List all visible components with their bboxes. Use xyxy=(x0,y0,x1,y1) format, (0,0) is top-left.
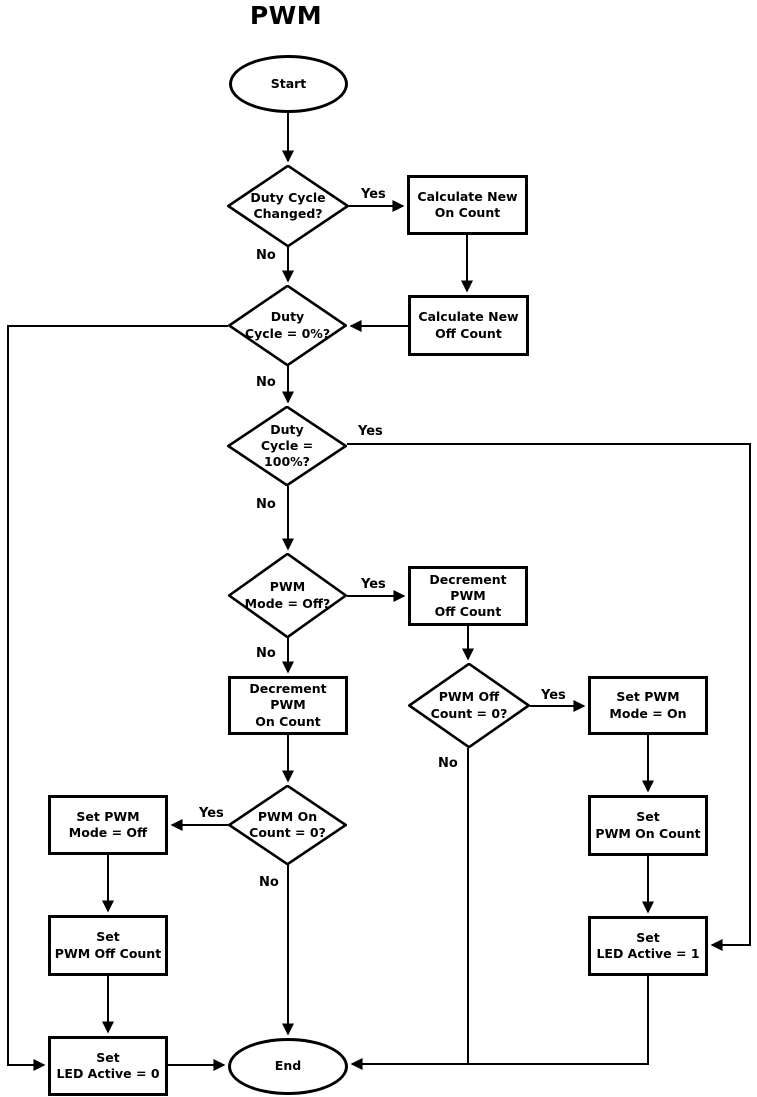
node-start-label: Start xyxy=(270,75,307,91)
edge-duty-0-yes-loop xyxy=(7,325,228,1071)
node-set-led-active-1: Set LED Active = 1 xyxy=(588,916,708,976)
edge-duty-100-yes-loop xyxy=(347,443,751,951)
node-calculate-new-off-count-label: Calculate New Off Count xyxy=(418,309,519,341)
node-pwm-mode-off-label: PWM Mode = Off? xyxy=(244,579,331,611)
node-duty-cycle-changed: Duty Cycle Changed? xyxy=(227,165,349,247)
node-set-pwm-on-count-label: Set PWM On Count xyxy=(595,809,701,841)
edge-label-on-count-0-yes: Yes xyxy=(197,806,226,821)
node-duty-cycle-changed-label: Duty Cycle Changed? xyxy=(250,189,326,221)
node-set-led-active-0: Set LED Active = 0 xyxy=(48,1036,168,1096)
edge-set-led-1-to-end xyxy=(350,976,649,1070)
node-set-pwm-off-count-label: Set PWM Off Count xyxy=(54,929,162,961)
node-set-pwm-off-count: Set PWM Off Count xyxy=(48,915,168,976)
node-pwm-off-count-0: PWM Off Count = 0? xyxy=(408,663,530,748)
node-end-label: End xyxy=(274,1058,302,1074)
diamond-shape xyxy=(228,553,347,638)
node-decrement-pwm-off-count-label: Decrement PWM Off Count xyxy=(429,571,507,620)
edge-label-mode-off-yes: Yes xyxy=(359,577,388,592)
diamond-shape xyxy=(408,663,530,748)
node-calculate-new-off-count: Calculate New Off Count xyxy=(408,295,529,356)
node-set-pwm-mode-off: Set PWM Mode = Off xyxy=(48,795,168,855)
node-set-pwm-mode-off-label: Set PWM Mode = Off xyxy=(68,808,148,840)
edge-label-mode-off-no: No xyxy=(254,646,278,661)
node-pwm-on-count-0-label: PWM On Count = 0? xyxy=(249,808,326,840)
node-start: Start xyxy=(229,55,348,113)
node-decrement-pwm-on-count: Decrement PWM On Count xyxy=(228,676,348,735)
edge-label-off-count-0-no: No xyxy=(436,756,460,771)
node-pwm-mode-off: PWM Mode = Off? xyxy=(228,553,347,638)
edge-label-on-count-0-no: No xyxy=(257,875,281,890)
edge-label-duty-100-no: No xyxy=(254,497,278,512)
node-duty-cycle-100: Duty Cycle = 100%? xyxy=(227,406,347,486)
diagram-title: PWM xyxy=(249,1,323,30)
edge-label-off-count-0-yes: Yes xyxy=(539,688,568,703)
node-set-pwm-mode-on-label: Set PWM Mode = On xyxy=(609,689,687,721)
diamond-shape xyxy=(227,406,347,486)
node-set-pwm-on-count: Set PWM On Count xyxy=(588,795,708,856)
diamond-shape xyxy=(228,285,347,366)
edge-label-duty-100-yes: Yes xyxy=(356,424,385,439)
edge-label-duty-changed-no: No xyxy=(254,248,278,263)
edge-label-duty-changed-yes: Yes xyxy=(359,187,388,202)
node-calculate-new-on-count-label: Calculate New On Count xyxy=(417,188,518,220)
node-duty-cycle-0-label: Duty Cycle = 0%? xyxy=(244,309,331,341)
node-duty-cycle-0: Duty Cycle = 0%? xyxy=(228,285,347,366)
node-decrement-pwm-on-count-label: Decrement PWM On Count xyxy=(249,681,327,729)
node-end: End xyxy=(228,1038,348,1095)
diamond-shape xyxy=(228,785,347,865)
node-set-pwm-mode-on: Set PWM Mode = On xyxy=(588,676,708,735)
diamond-shape xyxy=(227,165,349,247)
node-pwm-off-count-0-label: PWM Off Count = 0? xyxy=(430,689,508,721)
node-set-led-active-1-label: Set LED Active = 1 xyxy=(596,929,700,961)
node-set-led-active-0-label: Set LED Active = 0 xyxy=(56,1049,160,1081)
node-pwm-on-count-0: PWM On Count = 0? xyxy=(228,785,347,865)
edge-label-duty-0-no: No xyxy=(254,375,278,390)
node-calculate-new-on-count: Calculate New On Count xyxy=(407,175,528,235)
node-decrement-pwm-off-count: Decrement PWM Off Count xyxy=(408,566,528,626)
node-duty-cycle-100-label: Duty Cycle = 100%? xyxy=(260,421,314,470)
